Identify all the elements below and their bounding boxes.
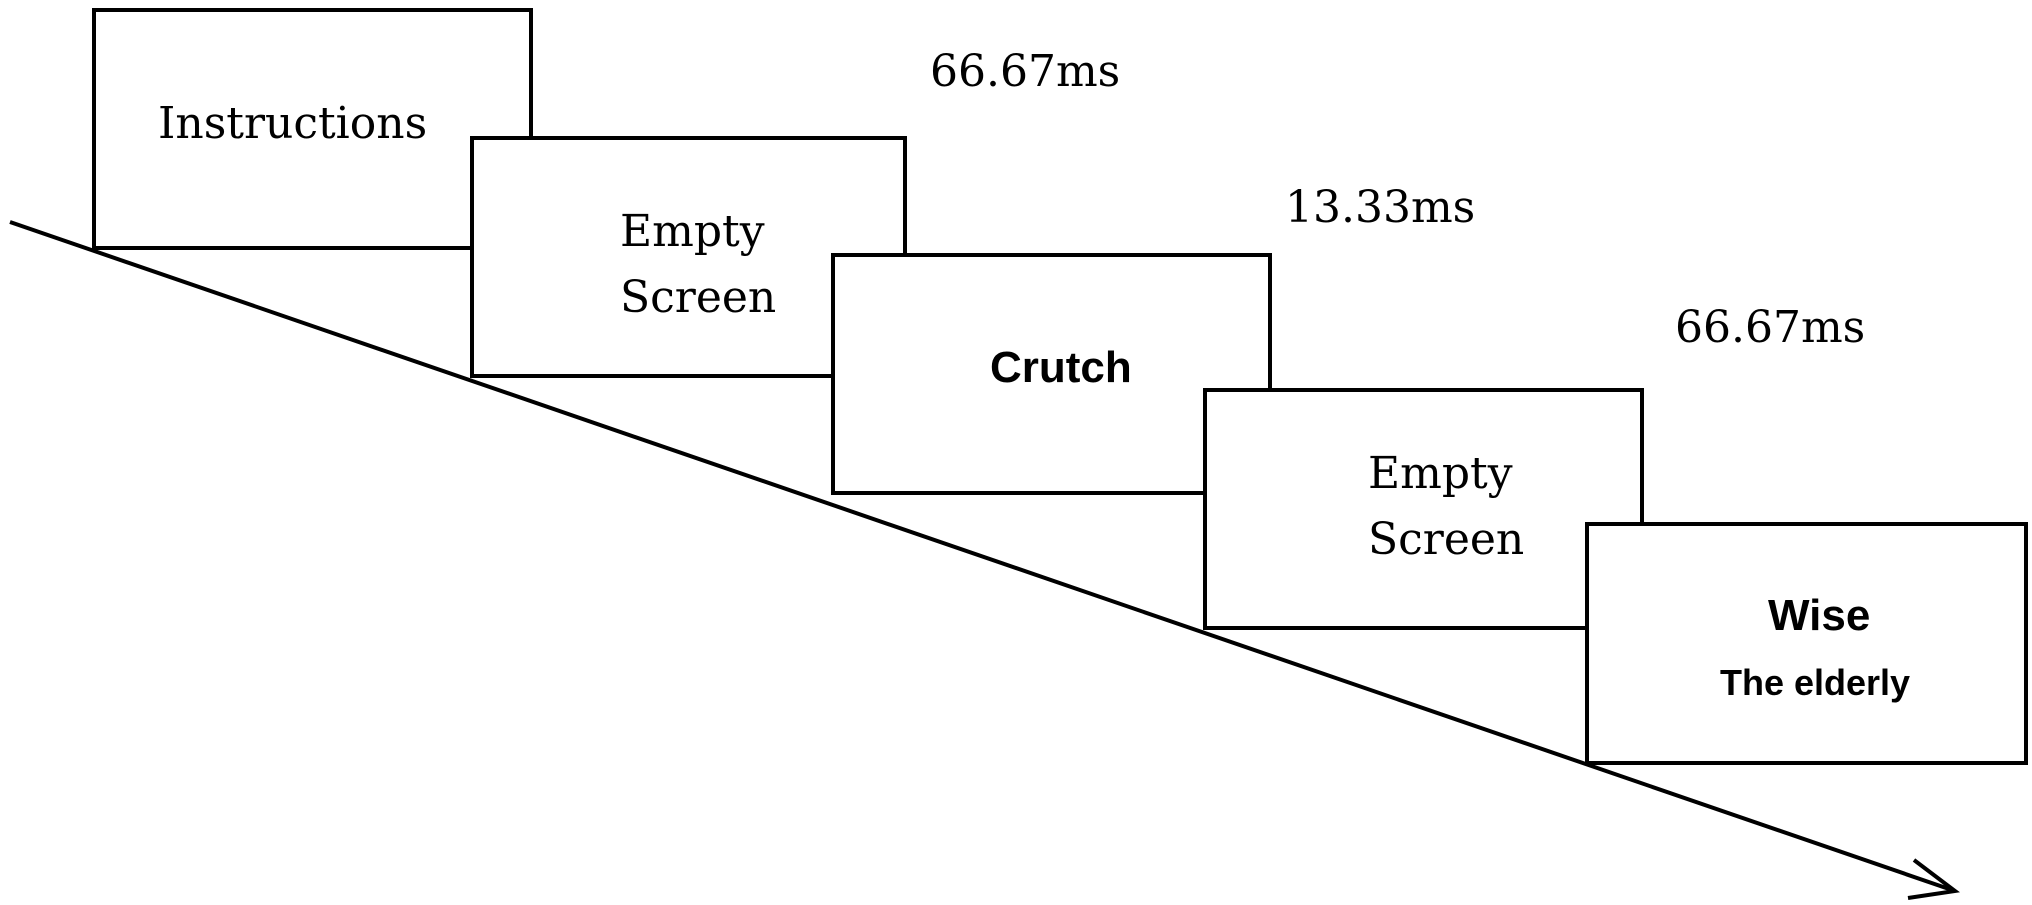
timing-label-3: 66.67ms [1675, 302, 1866, 353]
timing-label-2: 13.33ms [1285, 182, 1476, 233]
empty-screen-2-line2: Screen [1368, 514, 1525, 565]
timing-label-1: 66.67ms [930, 46, 1121, 97]
target-screen [1585, 522, 2028, 765]
instructions-screen [92, 8, 533, 250]
instructions-label: Instructions [158, 98, 428, 149]
crutch-screen [831, 253, 1272, 495]
empty-screen-1-line2: Screen [620, 272, 777, 323]
empty-screen-2 [1203, 388, 1644, 630]
target-word-label: Wise [1768, 591, 1871, 640]
crutch-label: Crutch [990, 343, 1132, 392]
empty-screen-1-line1: Empty [620, 206, 765, 257]
empty-screen-2-line1: Empty [1368, 448, 1513, 499]
target-category-label: The elderly [1720, 662, 1911, 703]
